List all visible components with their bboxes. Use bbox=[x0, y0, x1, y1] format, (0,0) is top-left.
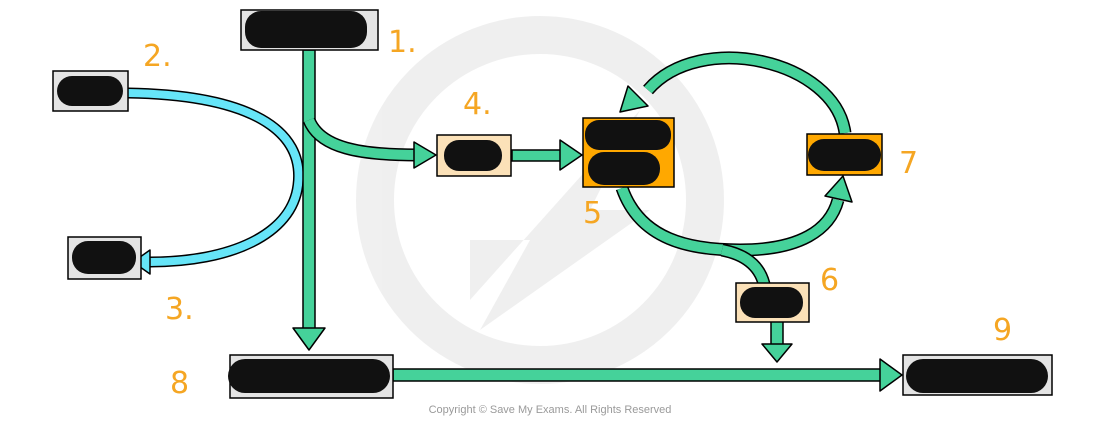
redaction-mark bbox=[906, 359, 1048, 393]
box-2 bbox=[52, 70, 129, 112]
label-2: 2. bbox=[143, 39, 172, 74]
box-8 bbox=[228, 354, 394, 399]
box-1 bbox=[240, 9, 379, 51]
label-9: 9 bbox=[993, 313, 1012, 348]
label-4: 4. bbox=[463, 87, 492, 122]
redaction-mark bbox=[72, 241, 136, 274]
label-8: 8 bbox=[170, 366, 189, 401]
box-3 bbox=[67, 236, 142, 280]
label-6: 6 bbox=[820, 263, 839, 298]
redaction-mark bbox=[228, 359, 390, 393]
box-4 bbox=[436, 134, 512, 177]
arrow-4-to-5 bbox=[511, 139, 583, 171]
box-9 bbox=[902, 354, 1053, 396]
arrow-2-to-3 bbox=[122, 87, 305, 275]
label-5: 5 bbox=[583, 196, 602, 231]
arrow-8-to-9 bbox=[392, 358, 903, 392]
redaction-mark bbox=[585, 120, 671, 150]
box-6 bbox=[735, 282, 810, 323]
redaction-mark bbox=[740, 287, 803, 318]
redaction-mark bbox=[588, 152, 660, 185]
box-5 bbox=[582, 117, 675, 188]
arrow-6-down bbox=[761, 319, 793, 363]
label-1: 1. bbox=[388, 25, 417, 60]
copyright-text: Copyright © Save My Exams. All Rights Re… bbox=[429, 404, 672, 416]
redaction-mark bbox=[808, 139, 881, 171]
redaction-mark bbox=[444, 140, 502, 171]
redaction-mark bbox=[245, 11, 367, 48]
arrow-branch-to-4 bbox=[302, 117, 437, 169]
arrow-cycle-to-6 bbox=[720, 243, 771, 286]
label-3: 3. bbox=[165, 292, 194, 327]
box-7 bbox=[806, 133, 883, 176]
arrow-7-to-5 bbox=[619, 51, 852, 135]
redaction-mark bbox=[57, 76, 123, 106]
label-7: 7 bbox=[899, 146, 918, 181]
